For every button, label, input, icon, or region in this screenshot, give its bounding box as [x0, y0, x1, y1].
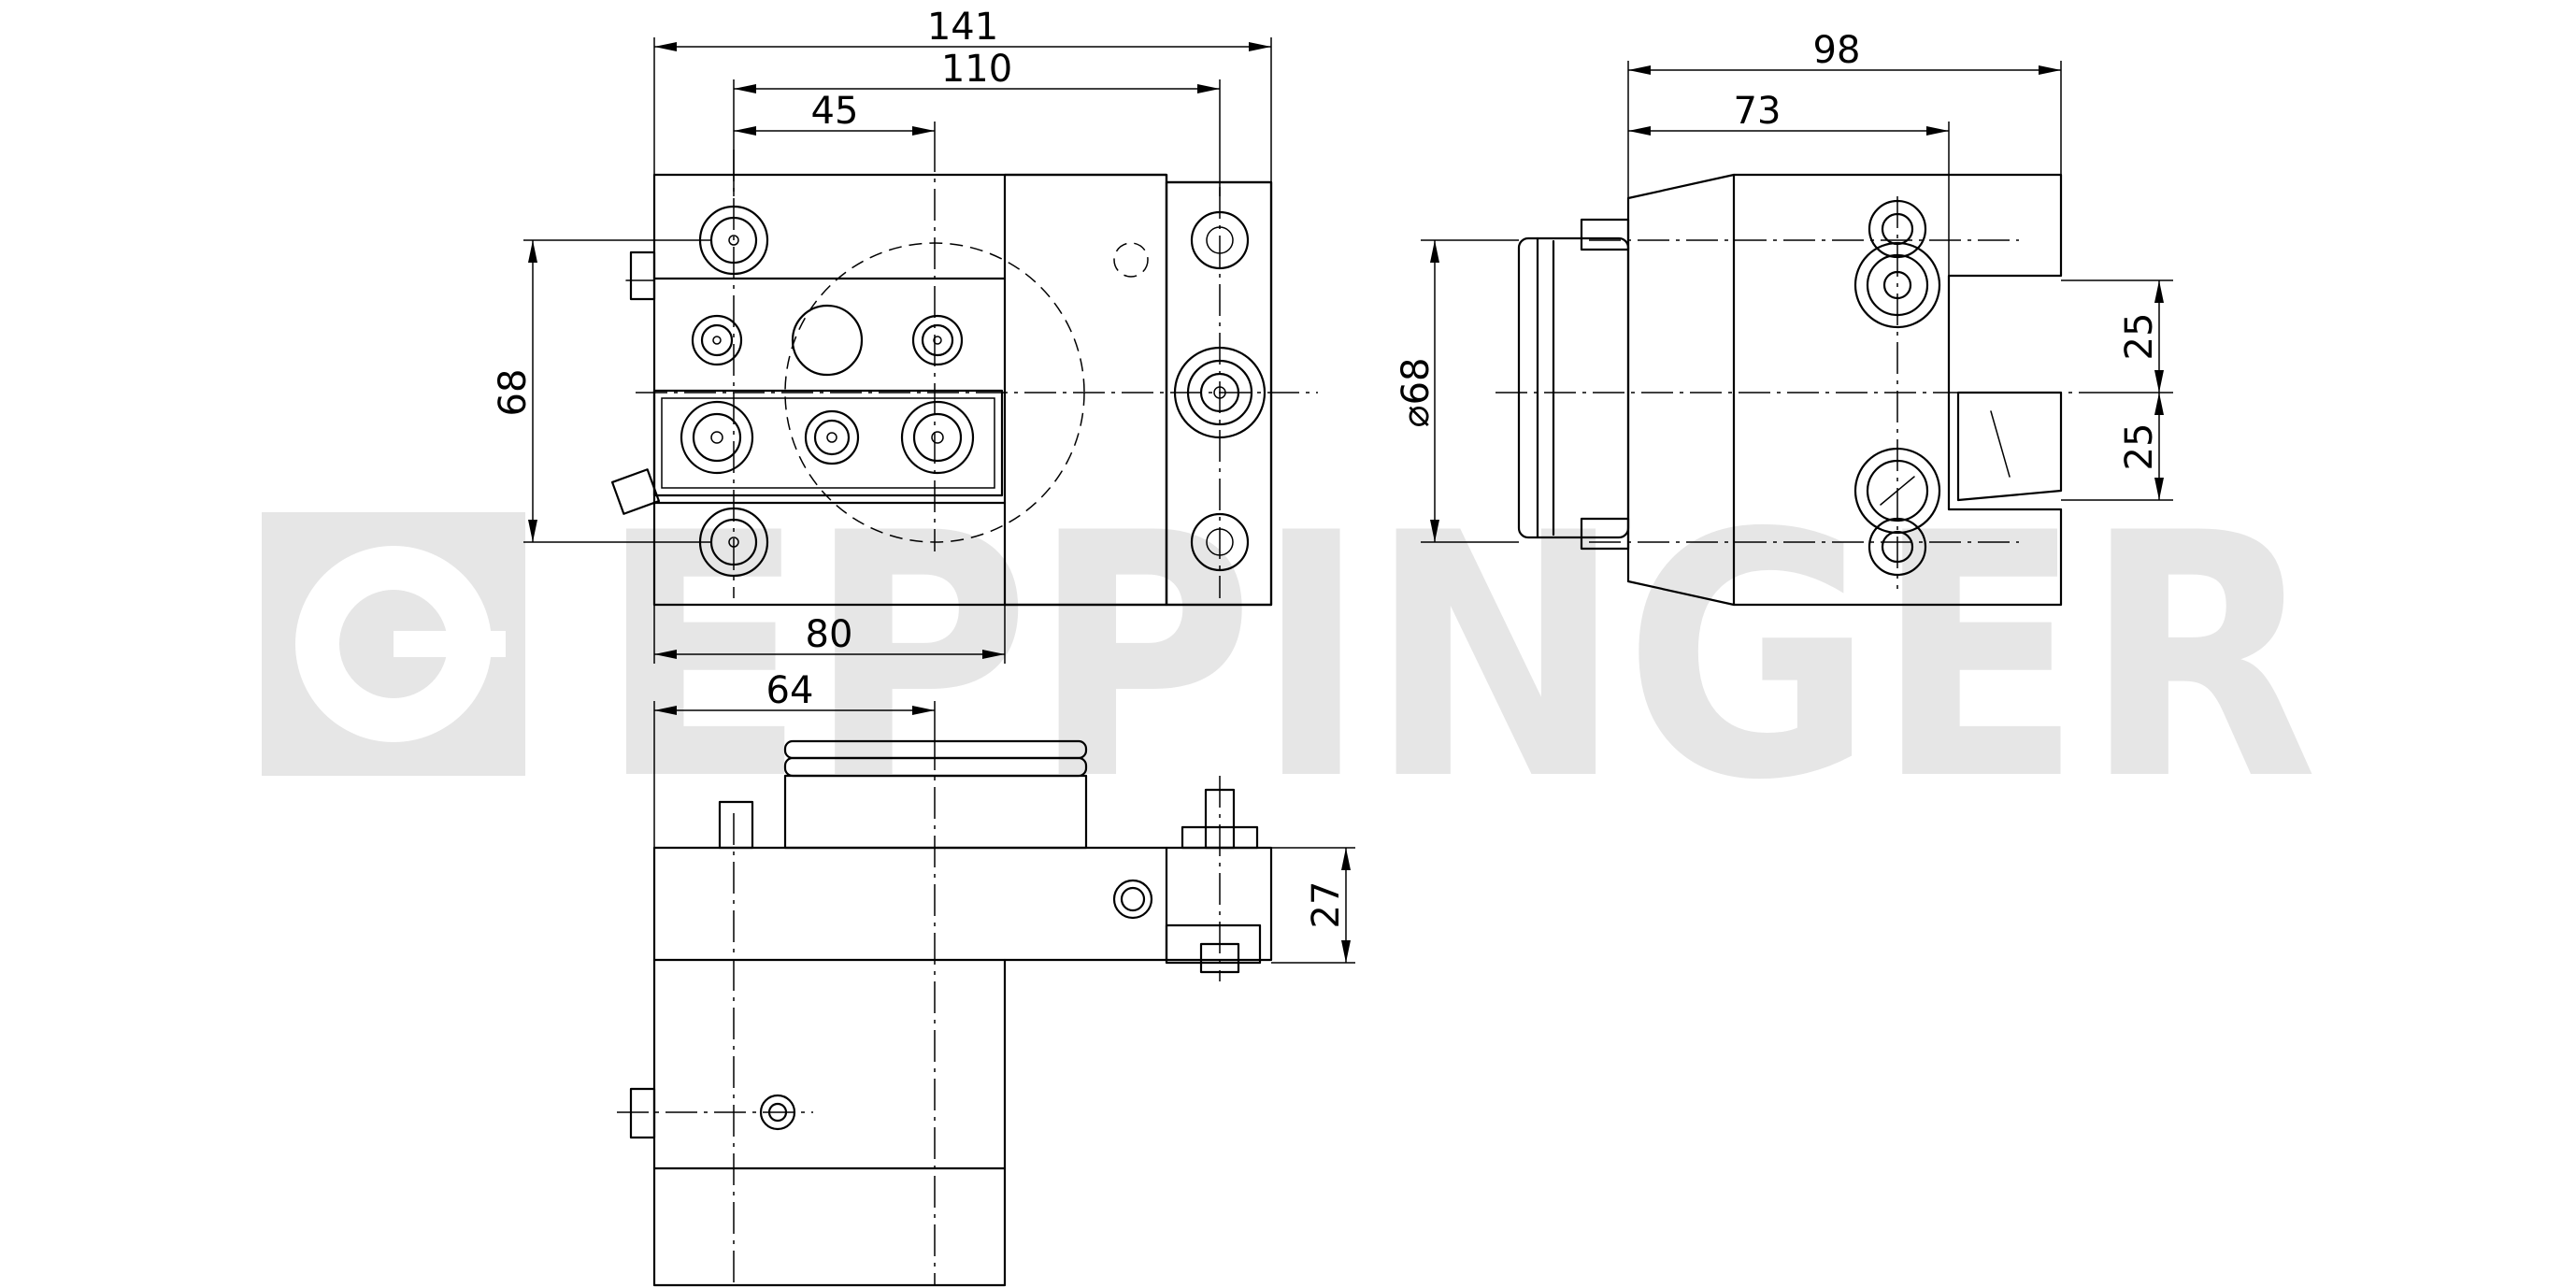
front-screw-upper-left [691, 314, 743, 366]
front-bore [791, 304, 864, 377]
dim-25-lower: 25 [2061, 393, 2173, 501]
svg-text:25: 25 [2118, 313, 2161, 361]
front-screw-clamp-left [680, 400, 754, 475]
dim-141: 141 [653, 6, 1272, 182]
svg-text:25: 25 [2118, 423, 2161, 471]
dim-25-upper: 25 [2061, 279, 2173, 394]
dim-68: 68 [492, 239, 710, 543]
front-screw-clamp-mid [804, 409, 860, 465]
watermark-brand-text: EPPINGER [598, 462, 2318, 853]
top-view: 64 27 [617, 669, 1355, 1287]
dim-80: 80 [653, 605, 1006, 664]
dim-64: 64 [653, 669, 936, 848]
svg-text:⌀68: ⌀68 [1395, 358, 1438, 428]
front-screw-right-top [1190, 210, 1250, 270]
top-screw-lower [759, 1094, 796, 1131]
svg-text:45: 45 [811, 90, 859, 133]
front-screw-right-bottom [1190, 512, 1250, 572]
dim-diameter-68: ⌀68 [1395, 239, 1519, 543]
svg-text:98: 98 [1813, 29, 1861, 72]
eppinger-logo-icon [262, 512, 525, 776]
side-screw-top [1853, 199, 1941, 329]
svg-text:73: 73 [1734, 90, 1782, 133]
eppinger-watermark: EPPINGER [262, 462, 2318, 853]
svg-text:68: 68 [492, 369, 535, 417]
svg-text:141: 141 [927, 6, 998, 49]
front-dashed-hole [1113, 242, 1149, 278]
side-view: 98 73 ⌀68 25 [1395, 29, 2173, 607]
dim-45: 45 [734, 90, 936, 140]
dim-110: 110 [733, 48, 1221, 196]
side-screw-bottom [1853, 447, 1941, 577]
front-view: 141 110 45 68 [492, 6, 1318, 664]
svg-text:64: 64 [766, 669, 814, 712]
front-screw-upper-right [911, 314, 964, 366]
front-coolant-nozzle [1173, 346, 1267, 439]
dim-73: 73 [1628, 90, 1950, 276]
svg-text:110: 110 [941, 48, 1012, 91]
top-screw-side [1112, 879, 1153, 920]
dim-98: 98 [1627, 29, 2062, 198]
svg-text:27: 27 [1305, 881, 1348, 929]
svg-text:80: 80 [806, 613, 853, 656]
front-screw-clamp-right [900, 400, 975, 475]
dim-27: 27 [1271, 847, 1355, 964]
